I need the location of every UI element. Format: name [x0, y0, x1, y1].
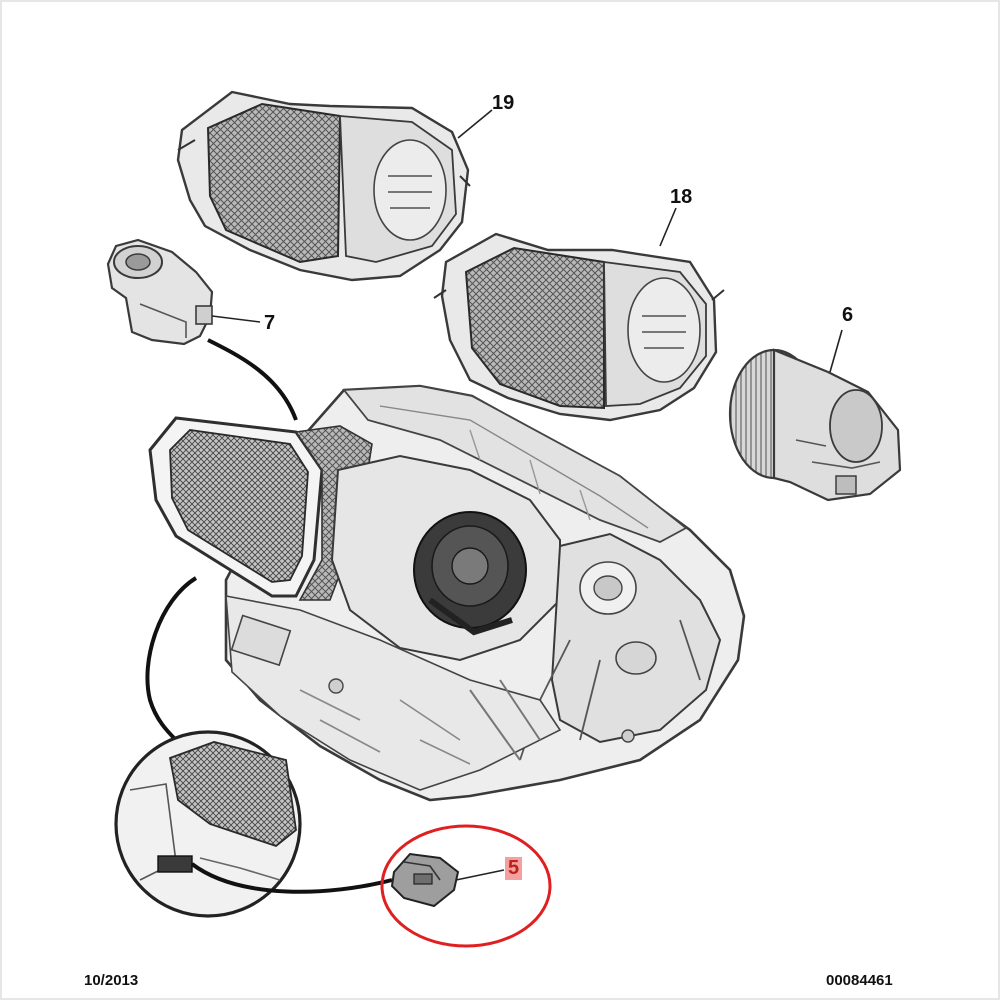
cable-inset — [145, 576, 198, 742]
leader-18 — [659, 207, 677, 247]
resistor-5 — [390, 852, 460, 908]
detail-inset — [114, 730, 302, 918]
footer-date: 10/2013 — [84, 972, 139, 989]
leader-6 — [829, 329, 843, 373]
actuator-7 — [106, 238, 214, 346]
leader-5 — [455, 869, 505, 881]
filter-housing-19 — [176, 90, 471, 282]
leader-7 — [211, 315, 261, 323]
blower-motor-6 — [728, 348, 902, 502]
callout-18: 18 — [670, 186, 693, 208]
callout-6: 6 — [842, 304, 854, 326]
callout-7: 7 — [264, 312, 276, 334]
hvac-unit — [148, 384, 746, 802]
cable-7 — [207, 338, 298, 421]
filter-housing-18 — [433, 232, 725, 422]
callout-19: 19 — [492, 92, 515, 114]
footer-reference: 00084461 — [826, 972, 893, 989]
cable-to-resistor — [190, 862, 393, 894]
leader-19 — [457, 109, 493, 139]
callout-5: 5 — [505, 857, 523, 880]
highlight-ring — [380, 824, 552, 948]
